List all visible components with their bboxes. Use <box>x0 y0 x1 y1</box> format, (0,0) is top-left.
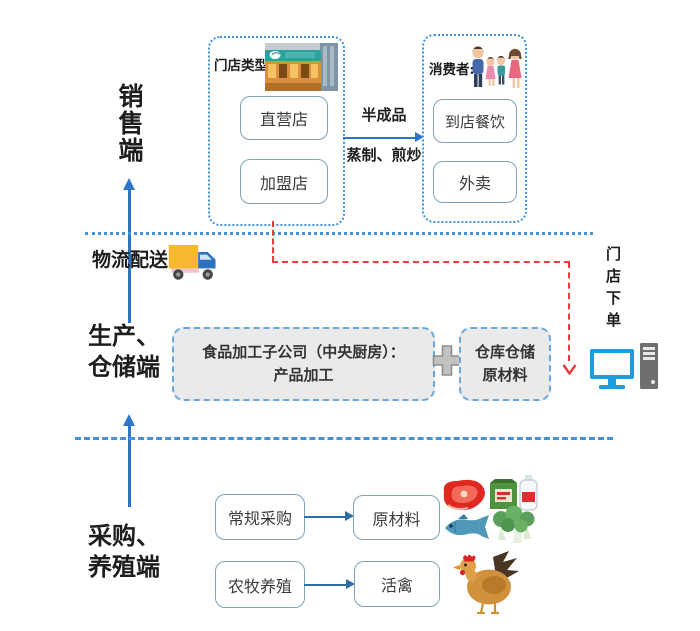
flow-label-cooking: 蒸制、煎炒 <box>346 146 422 164</box>
arrow-breeding-to-poultry <box>304 579 355 590</box>
computer-icon <box>590 341 660 397</box>
meat-icon <box>440 477 488 518</box>
node-regular-procurement: 常规采购 <box>215 494 305 540</box>
chicken-icon <box>453 549 523 621</box>
consumers-group: 消费者: 到店餐饮 外卖 <box>422 34 527 223</box>
grocery-box-icon <box>489 474 539 515</box>
node-takeout: 外卖 <box>433 161 517 203</box>
node-farming-breeding: 农牧养殖 <box>215 561 305 608</box>
red-connector-down <box>568 262 570 361</box>
store-types-title: 门店类型: <box>214 58 273 74</box>
store-to-consumer-flow: 半成品 蒸制、煎炒 <box>340 104 428 165</box>
delivery-truck-icon <box>167 240 219 287</box>
node-direct-store: 直营店 <box>240 96 328 140</box>
arrow-production-to-sales <box>123 178 136 323</box>
consumers-title: 消费者: <box>429 62 475 78</box>
red-connector-across <box>272 261 570 263</box>
node-franchise-store: 加盟店 <box>240 159 328 204</box>
broccoli-icon <box>489 505 538 549</box>
logistics-label: 物流配送 <box>92 249 169 271</box>
flow-label-semifinished: 半成品 <box>361 106 407 124</box>
divider-sales-production <box>85 232 593 235</box>
red-connector-drop <box>272 221 274 262</box>
tier-label-procurement: 采购、 养殖端 <box>88 521 160 581</box>
warehouse-panel: 仓库仓储 原材料 <box>459 327 551 401</box>
store-types-group: 门店类型: 直营店 加盟店 <box>208 36 345 226</box>
arrow-procurement-to-materials <box>304 511 354 522</box>
storefront-photo-icon <box>265 43 338 95</box>
node-live-poultry: 活禽 <box>354 561 440 607</box>
tier-label-sales: 销售端 <box>115 83 144 164</box>
divider-production-procurement <box>75 437 613 440</box>
central-kitchen-panel: 食品加工子公司（中央厨房）： 产品加工 <box>172 327 435 401</box>
family-icon <box>469 46 524 97</box>
arrow-store-to-consumer <box>343 132 424 143</box>
tier-label-production: 生产、 仓储端 <box>88 321 160 381</box>
store-order-label: 门店下单 <box>604 246 622 334</box>
red-arrowhead-icon <box>562 360 577 379</box>
node-dine-in: 到店餐饮 <box>433 99 517 143</box>
plus-icon <box>432 344 462 381</box>
fish-icon <box>442 513 490 545</box>
node-raw-materials: 原材料 <box>353 495 440 540</box>
arrow-procurement-to-production <box>123 414 136 507</box>
